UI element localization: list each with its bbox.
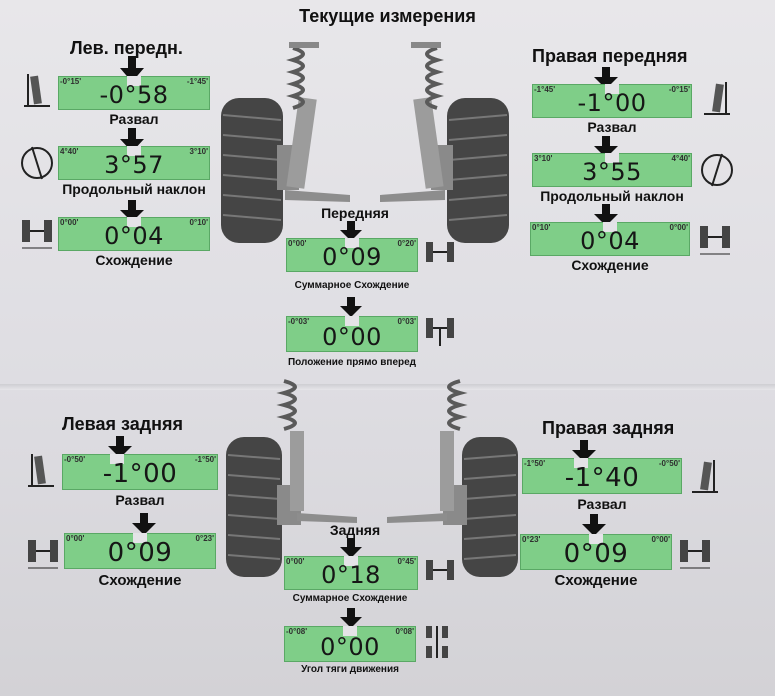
gauge-min: 3°10' — [534, 154, 553, 163]
rear-left-toe-gauge: 0°00' 0°23' 0°09 — [64, 533, 216, 569]
rear-center-title: Задняя — [329, 522, 381, 538]
gauge-max: 0°03' — [397, 317, 416, 326]
gauge-max: 3°10' — [189, 147, 208, 156]
gauge-max: 0°00' — [669, 223, 688, 232]
front-straight-ahead-label: Положение прямо вперед — [287, 357, 417, 368]
gauge-value: 0°00 — [322, 323, 382, 351]
gauge-min: -0°03' — [288, 317, 310, 326]
gauge-value: 0°00 — [320, 633, 380, 661]
caster-icon — [701, 153, 733, 187]
front-right-caster-label: Продольный наклон — [540, 188, 684, 204]
gauge-min: -1°45' — [534, 85, 556, 94]
front-right-camber-label: Развал — [587, 119, 637, 135]
toe-icon — [22, 220, 52, 249]
rear-suspension-illustration — [226, 379, 518, 577]
front-left-toe-gauge: 0°00' 0°10' 0°04 — [58, 217, 210, 251]
gauge-max: -0°15' — [668, 85, 690, 94]
gauge-max: -1°45' — [186, 77, 208, 86]
rear-right-toe-label: Схождение — [554, 572, 638, 589]
gauge-value: 0°09 — [563, 539, 629, 569]
gauge-min: 4°40' — [60, 147, 79, 156]
gauge-max: 0°45' — [397, 557, 416, 566]
front-right-toe-gauge: 0°10' 0°00' 0°04 — [530, 222, 690, 256]
front-total-toe-label: Суммарное Схождение — [294, 280, 410, 291]
gauge-value: 0°04 — [104, 222, 164, 250]
gauge-min: 0°00' — [66, 534, 85, 543]
gauge-value: -1°00 — [577, 89, 647, 117]
gauge-value: 0°04 — [580, 227, 640, 255]
gauge-value: 0°09 — [107, 538, 173, 568]
front-right-title: Правая передняя — [532, 46, 688, 66]
rear-left-toe-label: Схождение — [98, 572, 182, 589]
gauge-min: 0°00' — [286, 557, 305, 566]
front-center-title: Передняя — [321, 205, 389, 221]
gauge-value: -0°58 — [99, 81, 169, 109]
gauge-max: -0°50' — [658, 459, 680, 468]
toe-icon — [426, 560, 454, 580]
front-left-title: Лев. передн. — [70, 38, 183, 58]
rear-total-toe-gauge: 0°00' 0°45' 0°18 — [284, 556, 418, 590]
front-suspension-illustration — [221, 42, 509, 243]
gauge-max: 0°10' — [189, 218, 208, 227]
gauge-value: -1°00 — [102, 459, 178, 489]
gauge-value: 0°18 — [321, 561, 381, 589]
gauge-max: 0°00' — [651, 535, 670, 544]
camber-icon — [28, 454, 54, 487]
gauge-max: 0°23' — [195, 534, 214, 543]
front-right-camber-gauge: -1°45' -0°15' -1°00 — [532, 84, 692, 118]
gauge-min: -0°50' — [64, 455, 86, 464]
front-left-camber-gauge: -0°15' -1°45' -0°58 — [58, 76, 210, 110]
gauge-max: -1°50' — [194, 455, 216, 464]
toe-icon — [680, 540, 710, 569]
thrust-angle-label: Угол тяги движения — [301, 664, 399, 675]
gauge-max: 4°40' — [671, 154, 690, 163]
gauge-value: -1°40 — [564, 463, 640, 493]
camber-icon — [692, 460, 718, 493]
page-title: Текущие измерения — [299, 6, 476, 26]
paper-fold — [0, 384, 775, 390]
rear-left-camber-gauge: -0°50' -1°50' -1°00 — [62, 454, 218, 490]
front-straight-ahead-gauge: -0°03' 0°03' 0°00 — [286, 316, 418, 352]
camber-icon — [704, 82, 730, 115]
gauge-min: -0°08' — [286, 627, 308, 636]
gauge-min: 0°23' — [522, 535, 541, 544]
rear-left-camber-label: Развал — [115, 492, 165, 508]
gauge-min: 0°00' — [60, 218, 79, 227]
gauge-max: 0°20' — [397, 239, 416, 248]
front-left-toe-label: Схождение — [95, 252, 173, 268]
gauge-min: -0°15' — [60, 77, 82, 86]
thrust-angle-gauge: -0°08' 0°08' 0°00 — [284, 626, 416, 662]
front-left-caster-label: Продольный наклон — [62, 181, 206, 197]
front-right-caster-gauge: 3°10' 4°40' 3°55 — [532, 153, 692, 187]
rear-total-toe-label: Суммарное Схождение — [292, 593, 408, 604]
toe-icon — [700, 226, 730, 255]
gauge-min: -1°50' — [524, 459, 546, 468]
rear-left-title: Левая задняя — [62, 414, 184, 434]
gauge-value: 0°09 — [322, 243, 382, 271]
gauge-max: 0°08' — [395, 627, 414, 636]
front-total-toe-gauge: 0°00' 0°20' 0°09 — [286, 238, 418, 272]
front-left-caster-gauge: 4°40' 3°10' 3°57 — [58, 146, 210, 180]
toe-icon — [426, 242, 454, 262]
thrust-angle-icon — [426, 626, 448, 658]
rear-right-camber-gauge: -1°50' -0°50' -1°40 — [522, 458, 682, 494]
gauge-min: 0°00' — [288, 239, 307, 248]
steering-icon — [426, 318, 454, 346]
rear-right-title: Правая задняя — [542, 418, 675, 438]
rear-right-camber-label: Развал — [577, 496, 627, 512]
toe-icon — [28, 540, 58, 569]
gauge-value: 3°55 — [582, 158, 642, 186]
caster-icon — [21, 146, 53, 180]
rear-right-toe-gauge: 0°23' 0°00' 0°09 — [520, 534, 672, 570]
front-right-toe-label: Схождение — [571, 257, 649, 273]
camber-icon — [24, 74, 50, 107]
front-left-camber-label: Развал — [109, 111, 159, 127]
gauge-value: 3°57 — [104, 151, 164, 179]
gauge-min: 0°10' — [532, 223, 551, 232]
